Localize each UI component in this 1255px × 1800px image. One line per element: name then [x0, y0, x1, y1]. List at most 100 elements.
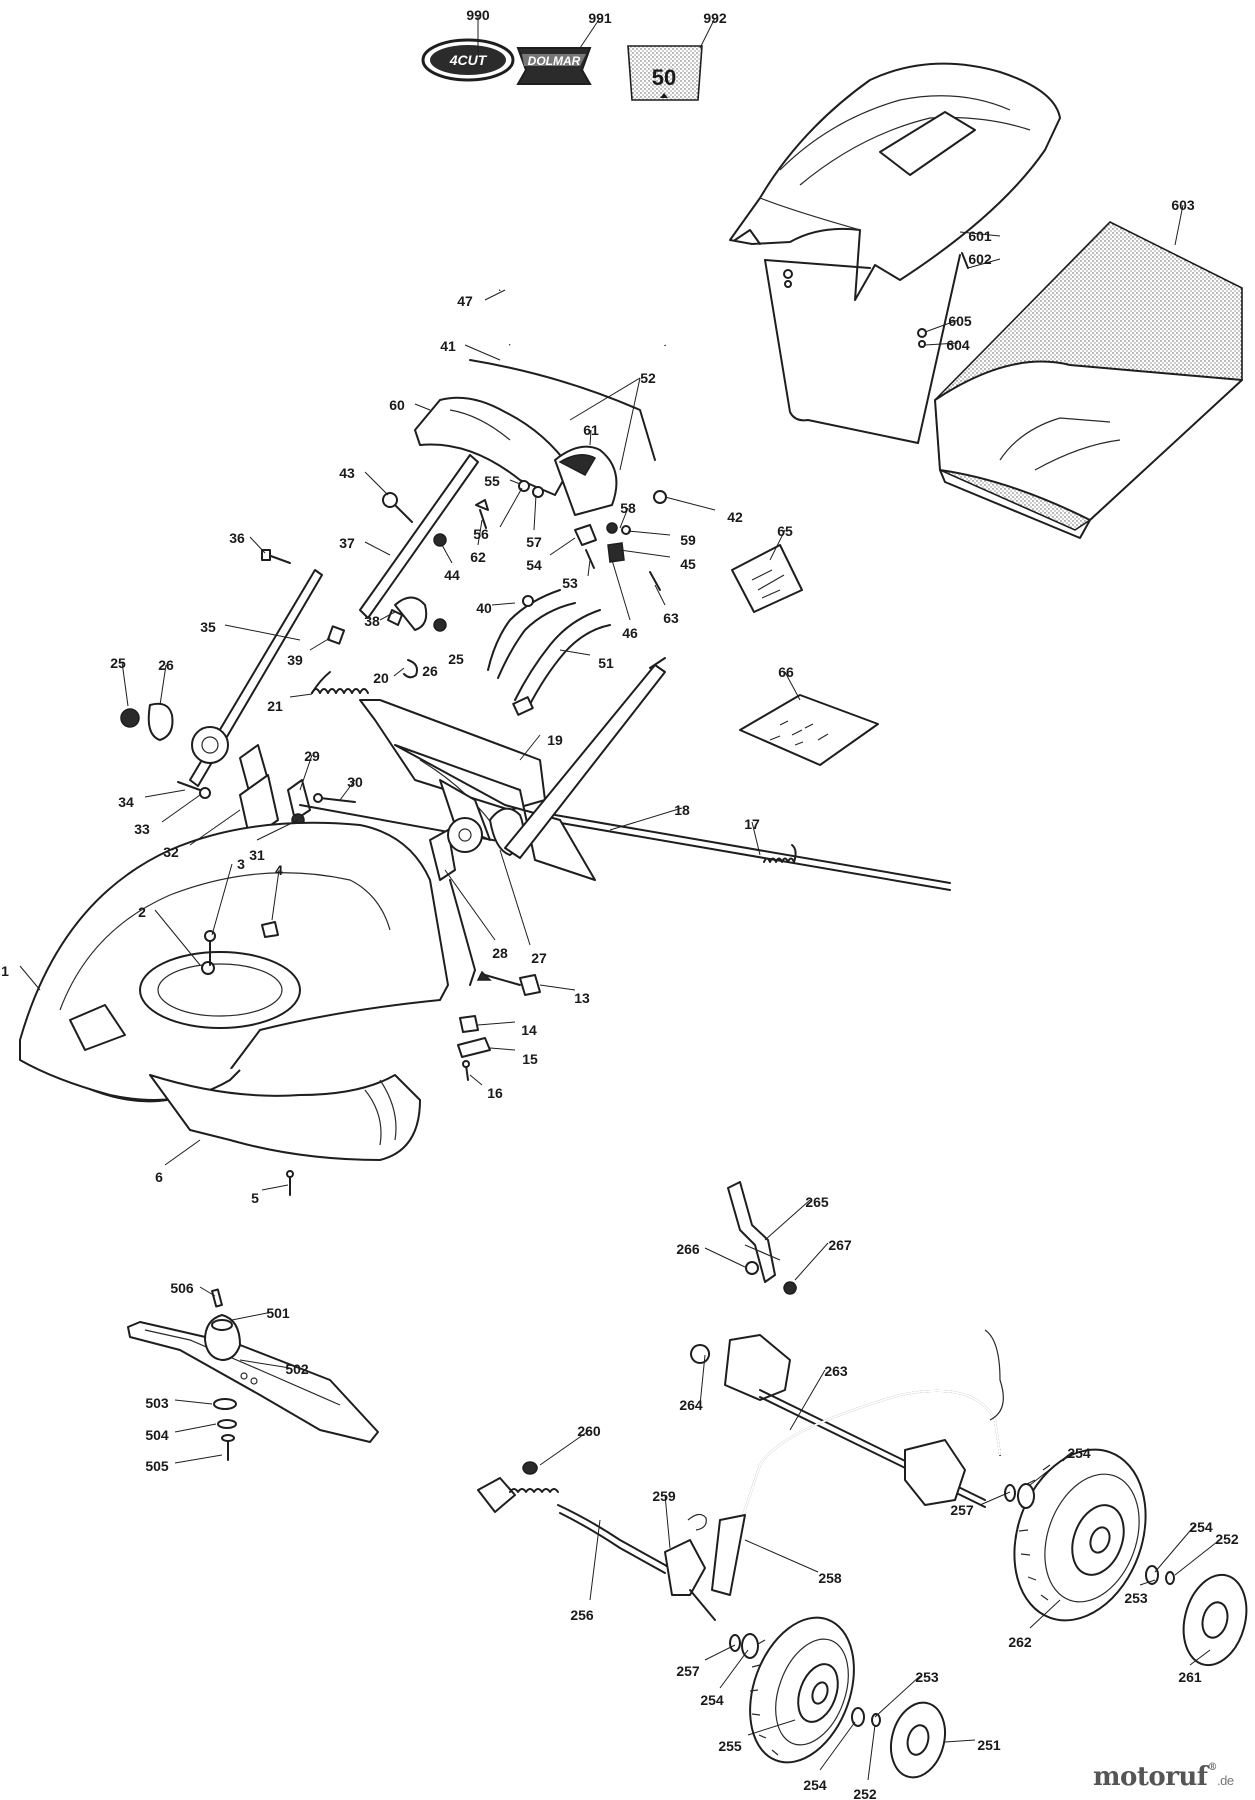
callout-19: 19 — [547, 732, 563, 748]
height-adjust-right — [429, 657, 666, 986]
callout-30: 30 — [347, 774, 363, 790]
callout-20: 20 — [373, 670, 389, 686]
height-adjust-left — [120, 702, 356, 841]
callout-25: 25 — [448, 651, 464, 667]
decal-sound-level: 50 — [627, 45, 703, 101]
callout-602: 602 — [968, 251, 992, 267]
rear-axle-frame — [690, 1329, 1004, 1596]
decal-4cut: 4CUT — [421, 38, 515, 82]
brand-tm: ® — [1207, 1762, 1218, 1773]
callout-52: 52 — [640, 370, 656, 386]
grass-bag — [934, 221, 1243, 539]
drive-rod — [477, 1461, 716, 1621]
callout-34: 34 — [118, 794, 134, 810]
callout-37: 37 — [339, 535, 355, 551]
callout-502: 502 — [285, 1361, 309, 1377]
callout-44: 44 — [444, 567, 460, 583]
callout-264: 264 — [679, 1397, 703, 1413]
callout-27: 27 — [531, 950, 547, 966]
callout-2: 2 — [138, 904, 146, 920]
callout-5: 5 — [251, 1190, 259, 1206]
callout-254: 254 — [700, 1692, 724, 1708]
callout-14: 14 — [521, 1022, 537, 1038]
callout-4: 4 — [275, 862, 283, 878]
watermark-logo: motoruf®.de — [1093, 1762, 1234, 1792]
callout-253: 253 — [915, 1669, 939, 1685]
hardware-bag-65 — [731, 544, 803, 613]
callout-252: 252 — [853, 1786, 877, 1800]
hardware-bag-66 — [739, 694, 879, 766]
callout-506: 506 — [170, 1280, 194, 1296]
callout-32: 32 — [163, 844, 179, 860]
callout-267: 267 — [828, 1237, 852, 1253]
callout-257: 257 — [676, 1663, 700, 1679]
callout-501: 501 — [266, 1305, 290, 1321]
callout-63: 63 — [663, 610, 679, 626]
callout-42: 42 — [727, 509, 743, 525]
callout-31: 31 — [249, 847, 265, 863]
callout-38: 38 — [364, 613, 380, 629]
callout-604: 604 — [946, 337, 970, 353]
decal-4cut-text: 4CUT — [449, 52, 488, 68]
callout-61: 61 — [583, 422, 599, 438]
callout-1: 1 — [1, 963, 9, 979]
callout-990: 990 — [466, 7, 490, 23]
spring-left — [311, 659, 418, 694]
callout-251: 251 — [977, 1737, 1001, 1753]
callout-252: 252 — [1215, 1531, 1239, 1547]
callout-15: 15 — [522, 1051, 538, 1067]
callout-254: 254 — [803, 1777, 827, 1793]
callout-21: 21 — [267, 698, 283, 714]
callout-13: 13 — [574, 990, 590, 1006]
callout-51: 51 — [598, 655, 614, 671]
callout-3: 3 — [237, 856, 245, 872]
blade-assembly — [127, 1288, 379, 1461]
mower-deck — [19, 821, 449, 1196]
mulch-plug — [457, 970, 541, 1081]
callout-53: 53 — [562, 575, 578, 591]
callout-35: 35 — [200, 619, 216, 635]
callout-257: 257 — [950, 1502, 974, 1518]
front-wheel — [749, 1616, 855, 1764]
callout-60: 60 — [389, 397, 405, 413]
rear-wheel — [1013, 1448, 1147, 1622]
handle-upper — [469, 273, 693, 501]
callout-54: 54 — [526, 557, 542, 573]
callout-28: 28 — [492, 945, 508, 961]
callout-65: 65 — [777, 523, 793, 539]
bag-screws — [783, 269, 927, 348]
callout-33: 33 — [134, 821, 150, 837]
callout-991: 991 — [588, 10, 612, 26]
callout-603: 603 — [1171, 197, 1195, 213]
callout-18: 18 — [674, 802, 690, 818]
callout-259: 259 — [652, 1488, 676, 1504]
callout-59: 59 — [680, 532, 696, 548]
callout-505: 505 — [145, 1458, 169, 1474]
callout-503: 503 — [145, 1395, 169, 1411]
callout-41: 41 — [440, 338, 456, 354]
grass-bag-frame — [764, 252, 969, 444]
leader-lines — [19, 15, 1223, 1781]
callout-36: 36 — [229, 530, 245, 546]
decal-sound-level-text: 50 — [652, 65, 676, 90]
callout-6: 6 — [155, 1169, 163, 1185]
callout-601: 601 — [968, 228, 992, 244]
callout-47: 47 — [457, 293, 473, 309]
callout-62: 62 — [470, 549, 486, 565]
callout-16: 16 — [487, 1085, 503, 1101]
callout-43: 43 — [339, 465, 355, 481]
handle-small-parts — [261, 480, 667, 645]
grass-bag-top — [729, 62, 1061, 301]
callout-992: 992 — [703, 10, 727, 26]
callout-258: 258 — [818, 1570, 842, 1586]
callout-605: 605 — [948, 313, 972, 329]
callout-261: 261 — [1178, 1669, 1202, 1685]
control-cables — [487, 589, 611, 716]
callout-46: 46 — [622, 625, 638, 641]
callout-266: 266 — [676, 1241, 700, 1257]
decal-dolmar: DOLMAR — [516, 47, 592, 85]
callout-254: 254 — [1189, 1519, 1213, 1535]
callout-39: 39 — [287, 652, 303, 668]
callout-262: 262 — [1008, 1634, 1032, 1650]
